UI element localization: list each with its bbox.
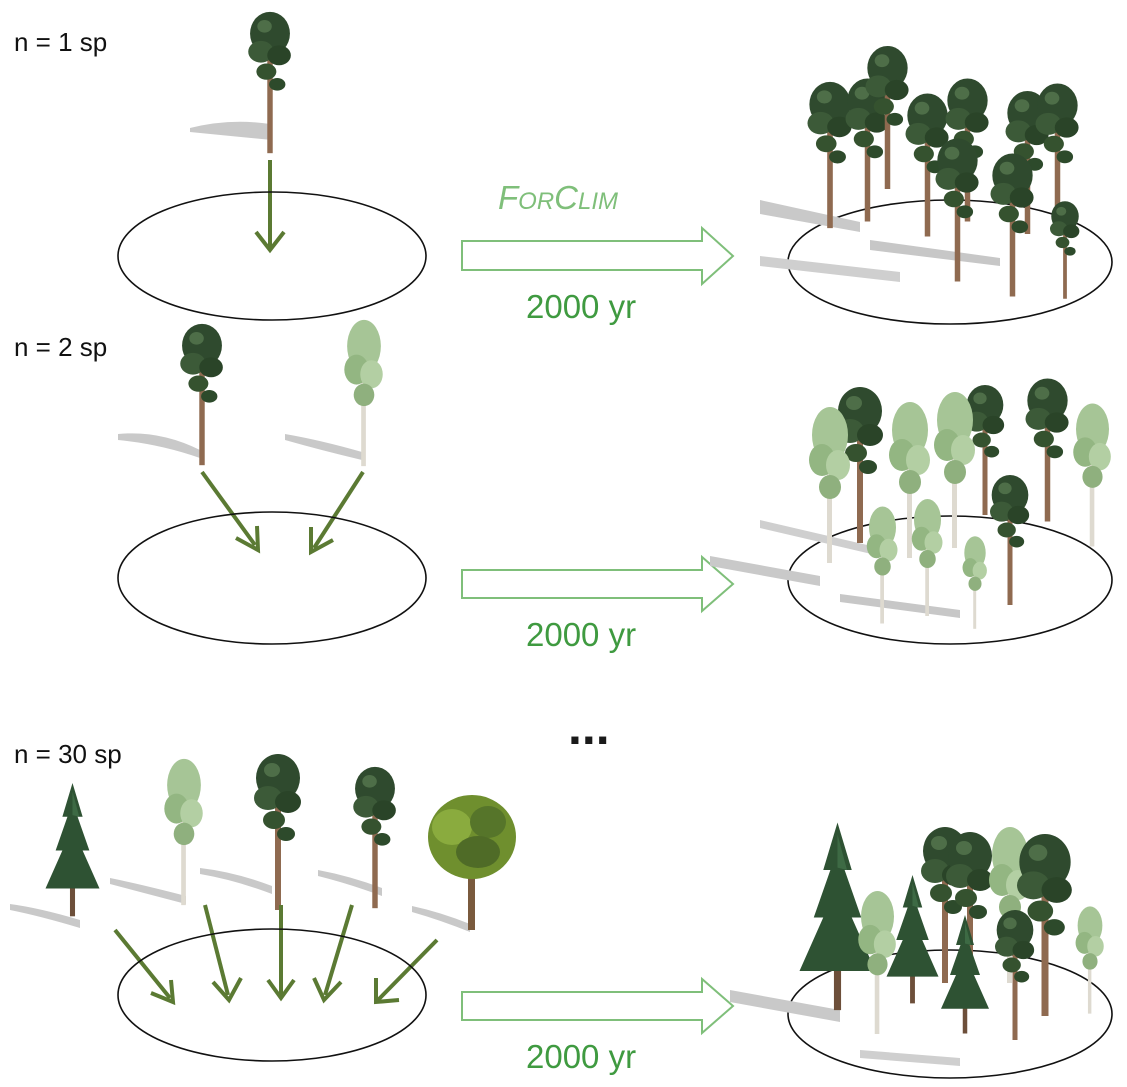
down-arrow-icon [113, 928, 172, 1000]
pine-tree-icon [807, 81, 852, 229]
output-forest-2 [710, 378, 1113, 645]
down-arrow-icon [312, 470, 365, 550]
down-arrow-head [254, 230, 286, 254]
row-3-input [10, 754, 516, 1062]
forest-plot-ellipse [117, 191, 427, 321]
hollow-right-arrow-icon [461, 225, 735, 287]
duration-label-2: 2000 yr [526, 616, 636, 653]
broadleaf-tree-icon [428, 795, 516, 930]
pine-tree-icon [180, 323, 223, 466]
ellipsis: ... [568, 699, 610, 755]
duration-label-3: 2000 yr [526, 1038, 636, 1075]
tree-shadow [190, 121, 272, 140]
output-forest-1 [760, 46, 1113, 325]
forest-plot-ellipse [787, 949, 1113, 1079]
down-arrow-icon [203, 904, 230, 996]
spruce-tree-icon [45, 783, 100, 917]
row-label-1-species: n = 1 sp [14, 27, 107, 57]
row-1-input [117, 11, 427, 321]
down-arrow-icon [376, 938, 439, 1002]
birch-tree-icon [911, 499, 943, 616]
pine-tree-icon [995, 910, 1035, 1040]
down-arrow-icon [323, 904, 354, 996]
forest-plot-ellipse [787, 515, 1113, 645]
forest-plot-ellipse [117, 928, 427, 1062]
duration-label-1: 2000 yr [526, 288, 636, 325]
birch-tree-icon [1075, 906, 1104, 1014]
birch-tree-icon [164, 758, 203, 906]
spruce-tree-icon [941, 915, 989, 1034]
birch-tree-icon [1073, 403, 1111, 547]
row-2-input [117, 319, 427, 645]
hollow-right-arrow-icon [461, 976, 735, 1036]
hollow-right-arrow-icon [461, 554, 735, 614]
output-forest-3 [730, 822, 1113, 1079]
birch-tree-icon [344, 319, 383, 467]
model-name: FORCLIM [498, 179, 618, 216]
down-arrow-icon [200, 470, 257, 547]
pine-tree-icon [990, 475, 1030, 605]
row-label-2-species: n = 2 sp [14, 332, 107, 362]
pine-tree-icon [1025, 378, 1069, 522]
birch-tree-icon [962, 536, 987, 629]
forest-plot-ellipse [117, 511, 427, 645]
pine-tree-icon [990, 153, 1034, 297]
row-label-30-species: n = 30 sp [14, 739, 122, 769]
pine-tree-icon [1050, 201, 1080, 299]
